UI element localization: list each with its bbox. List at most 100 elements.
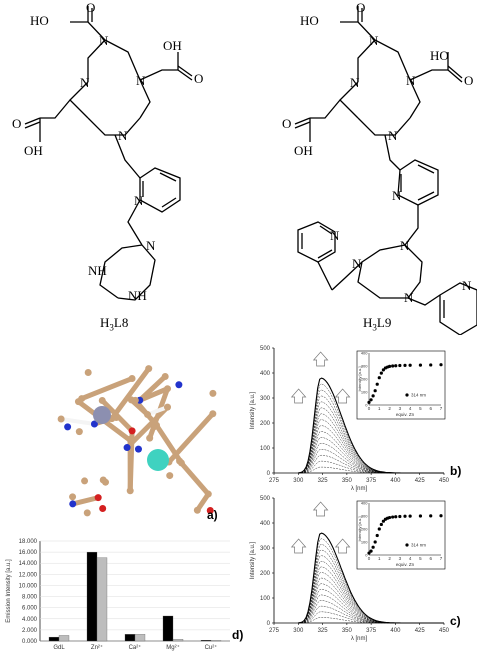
x-tick-label: 400 <box>390 628 401 634</box>
atom <box>152 421 160 429</box>
bar <box>134 634 146 642</box>
atom <box>193 506 201 514</box>
x-tick-label: 275 <box>269 478 280 484</box>
atom <box>126 435 134 443</box>
atom <box>57 415 65 423</box>
inset-point <box>373 389 377 393</box>
spectrum-curve <box>298 466 444 474</box>
inset-point <box>403 514 407 518</box>
svg-text:N: N <box>99 33 109 48</box>
inset-point <box>377 527 381 531</box>
x-tick-label: 300 <box>293 478 304 484</box>
spectrum-curve <box>298 431 444 474</box>
atom <box>123 444 131 452</box>
spectrum-curve <box>298 460 444 474</box>
up-arrow-icon <box>312 351 329 367</box>
up-arrow-icon <box>334 388 351 404</box>
inset-x-tick-label: 5 <box>419 406 422 411</box>
svg-text:NH: NH <box>128 288 147 303</box>
inset-x-tick-label: 5 <box>419 556 422 561</box>
atom <box>69 500 77 508</box>
inset-y-tick-label: 200 <box>361 377 368 382</box>
svg-text:HO: HO <box>430 48 449 63</box>
inset-y-tick-label: 300 <box>361 514 368 519</box>
inset-point <box>375 382 379 386</box>
spectrum-curve <box>298 377 444 474</box>
atom <box>90 420 98 428</box>
y-tick-label: 0 <box>267 471 271 477</box>
inset-point <box>371 545 375 549</box>
x-tick-label: 300 <box>293 628 304 634</box>
y-axis-label: Intensity [a.u.] <box>250 541 256 579</box>
bar <box>200 640 212 642</box>
svg-text:O: O <box>12 116 21 131</box>
atom <box>98 397 106 405</box>
structure-h3l8: N N N N N N NH NH HO O OH O O OH <box>12 0 203 303</box>
atom <box>176 457 184 465</box>
inset-point <box>387 515 392 520</box>
bond-h <box>59 416 97 427</box>
bar <box>86 551 98 642</box>
compound-label-h3l8: H3L8 <box>100 315 129 333</box>
y-tick-label: 300 <box>260 546 271 552</box>
svg-text:O: O <box>194 71 203 86</box>
svg-text:O: O <box>282 116 291 131</box>
svg-text:N: N <box>134 193 144 208</box>
inset-point <box>408 363 412 367</box>
gadolinium-ion <box>147 449 169 471</box>
y-tick-label: 400 <box>260 521 271 527</box>
bar <box>48 636 60 642</box>
bar <box>58 635 70 642</box>
bar <box>172 639 184 642</box>
atom <box>99 504 107 512</box>
y-tick-label: 0 <box>267 621 271 627</box>
atom <box>69 493 77 501</box>
panel-label-c: c) <box>450 614 461 628</box>
inset-x-tick-label: 6 <box>429 556 432 561</box>
inset-y-tick-label: 300 <box>361 364 368 369</box>
spectrum-curve <box>298 395 444 474</box>
svg-text:OH: OH <box>294 143 313 158</box>
svg-text:HO: HO <box>30 13 49 28</box>
x-tick-label: GdL <box>53 645 65 651</box>
inset-point <box>398 363 402 368</box>
spectrum-curve <box>298 617 444 624</box>
atom <box>84 369 92 377</box>
x-tick-label: Ca²⁺ <box>129 644 142 651</box>
spectrum-curve <box>298 572 444 624</box>
spectrum-curve <box>298 419 444 474</box>
inset-point <box>391 515 395 519</box>
bond <box>177 458 211 497</box>
svg-text:N: N <box>80 75 90 90</box>
inset-y-tick-label: 200 <box>361 527 368 532</box>
svg-text:HO: HO <box>300 13 319 28</box>
inset-point <box>394 515 398 519</box>
inset-x-label: equiv. Zn <box>396 562 415 567</box>
inset-point <box>381 368 385 372</box>
inset-legend-label: 314 nm <box>411 543 426 548</box>
spectrum-curve <box>298 577 444 624</box>
spectrum-curve <box>298 605 444 624</box>
atom <box>75 428 83 436</box>
inset-y-tick-label: 400 <box>361 501 368 506</box>
inset-point <box>375 533 379 538</box>
y-tick-label: 14.000 <box>19 561 38 567</box>
inset-point <box>418 363 423 367</box>
spectrum-curve <box>298 454 444 474</box>
inset-point <box>439 514 443 518</box>
inset-x-tick-label: 4 <box>409 556 412 561</box>
inset-point <box>429 363 433 367</box>
panel-a-label: a) <box>207 508 218 522</box>
atom <box>128 427 136 435</box>
inset-point <box>377 376 381 380</box>
inset-y-tick-label: 100 <box>361 390 368 395</box>
svg-text:O: O <box>356 0 365 15</box>
y-tick-label: 500 <box>260 346 271 352</box>
atom <box>78 395 86 403</box>
inset-x-tick-label: 3 <box>399 556 402 561</box>
x-tick-label: 450 <box>439 628 450 634</box>
svg-text:a): a) <box>207 508 218 522</box>
y-tick-label: 8.000 <box>22 595 38 601</box>
x-tick-label: 450 <box>439 478 450 484</box>
